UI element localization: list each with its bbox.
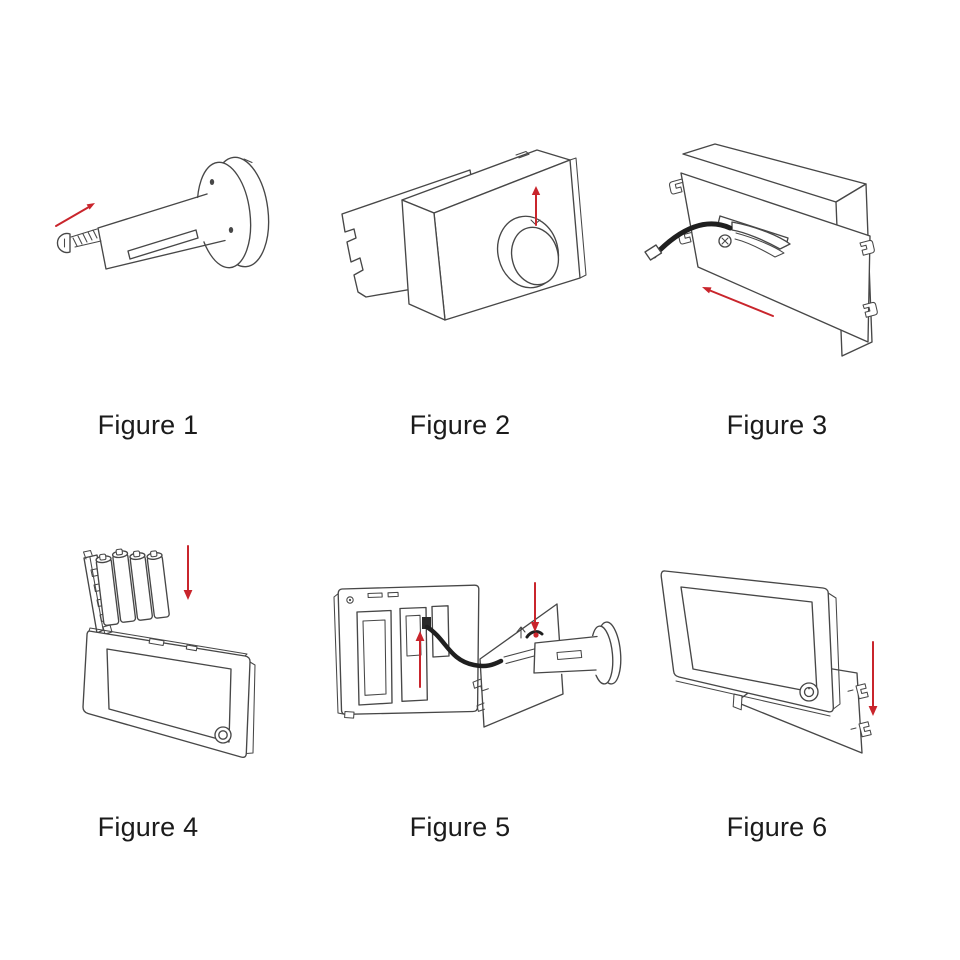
monitor-back [333, 584, 480, 719]
connection-cable [644, 221, 733, 261]
figure-6-illustration [660, 570, 878, 754]
peephole-barrel [533, 621, 622, 685]
red-arrow-icon [702, 287, 774, 317]
red-arrow-icon [530, 582, 540, 638]
cable-connector [422, 617, 431, 629]
figure-3-caption: Figure 3 [726, 410, 828, 440]
figure-3-illustration [644, 143, 878, 357]
battery-bay [356, 609, 393, 706]
figure-4-caption: Figure 4 [97, 812, 199, 842]
fixing-screw [56, 228, 102, 254]
lens-disc [196, 156, 270, 269]
monitor-front [82, 627, 256, 759]
screen [106, 648, 232, 743]
figure-4-illustration [82, 545, 256, 759]
monitor-front [660, 570, 841, 717]
figure-5-illustration [333, 582, 622, 728]
lens-knob [496, 215, 560, 289]
figure-1-caption: Figure 1 [97, 410, 199, 440]
red-arrow-icon [531, 186, 541, 226]
red-arrow-icon [183, 545, 193, 600]
printed-up-arrow-icon [516, 626, 526, 639]
battery-pack [95, 548, 170, 626]
figure-2-illustration [341, 149, 587, 321]
figure-1-illustration [55, 156, 270, 270]
red-arrow-icon [868, 641, 878, 716]
figure-5-caption: Figure 5 [409, 812, 511, 842]
spring-clip [718, 221, 791, 258]
peephole-barrel [97, 193, 230, 270]
viewer-button [214, 726, 232, 744]
figure-2-caption: Figure 2 [409, 410, 511, 440]
red-arrow-icon [415, 631, 425, 688]
red-arrow-icon [55, 203, 95, 227]
viewer-button [799, 682, 819, 702]
figure-6-caption: Figure 6 [726, 812, 828, 842]
spring-clip [503, 630, 544, 665]
connection-cable [424, 624, 504, 669]
outdoor-unit-box [401, 149, 587, 321]
